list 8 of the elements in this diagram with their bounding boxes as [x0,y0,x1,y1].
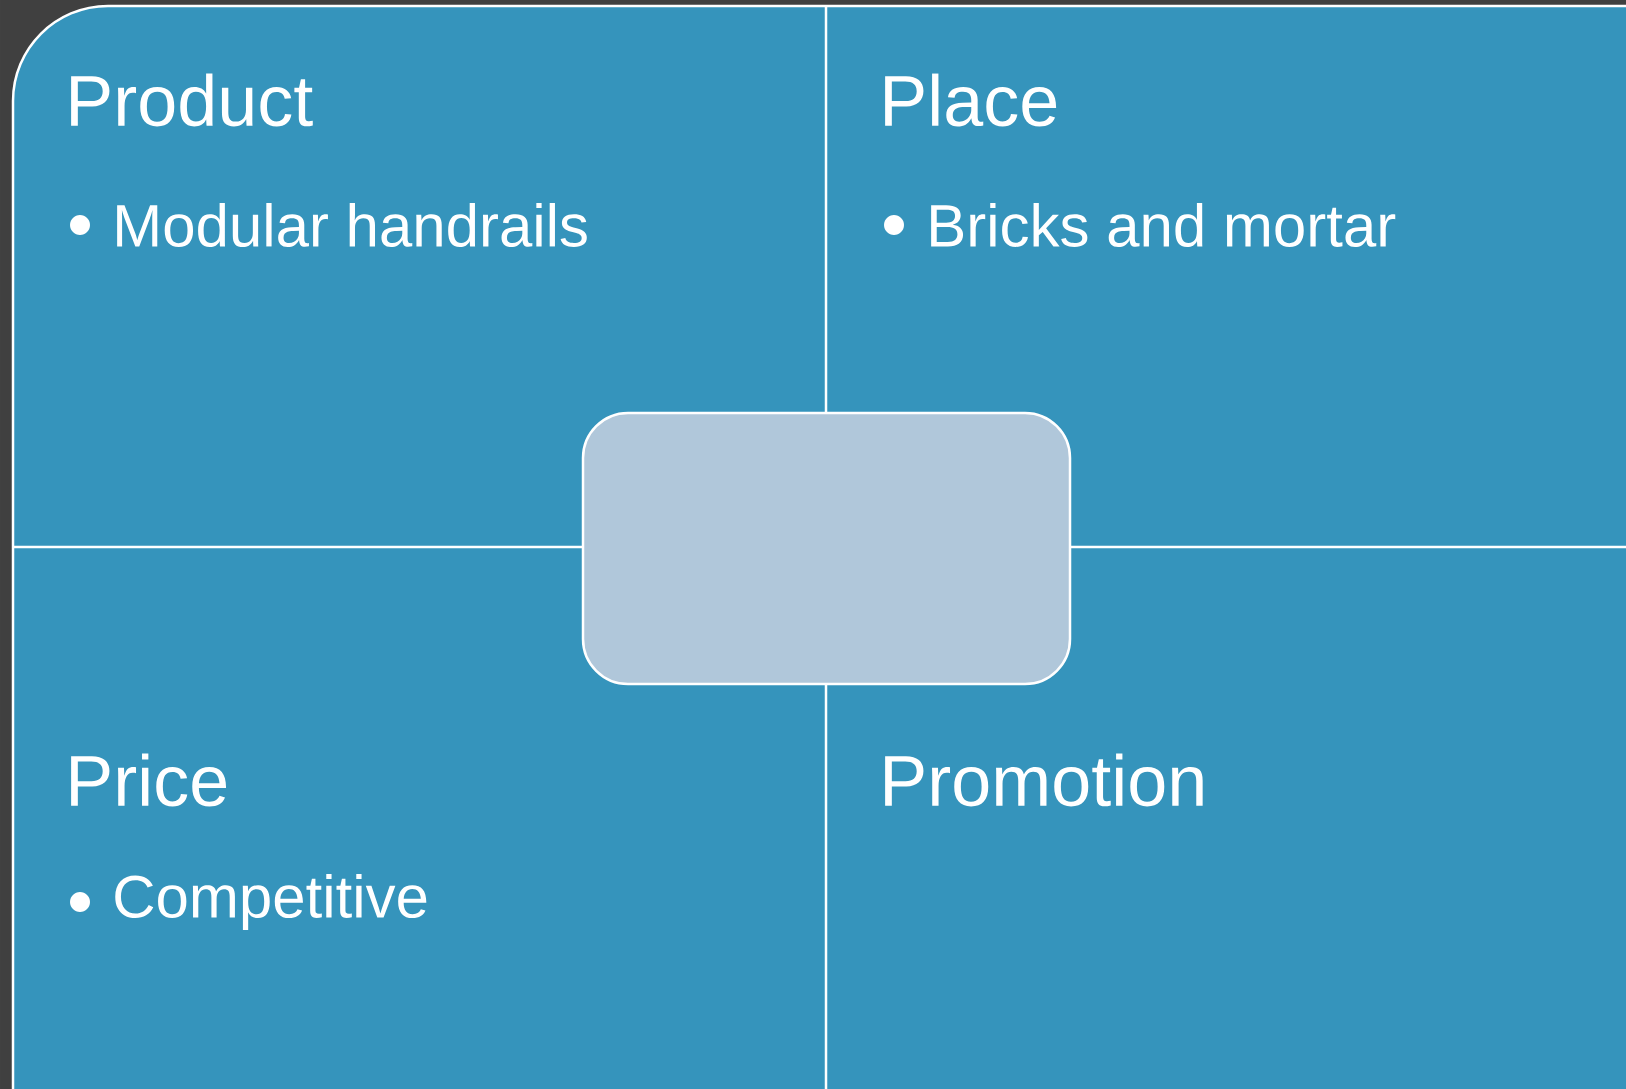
bullet-item: Competitive [115,874,427,930]
bullet-item: Bricks and mortar [931,202,1396,247]
heading: Price [71,753,227,807]
heading: Promotion [885,753,1203,807]
heading: Place [885,73,1057,127]
heading: Product [71,73,313,127]
center-box [581,411,1072,686]
bullet-item: Modular handrails [117,202,587,247]
